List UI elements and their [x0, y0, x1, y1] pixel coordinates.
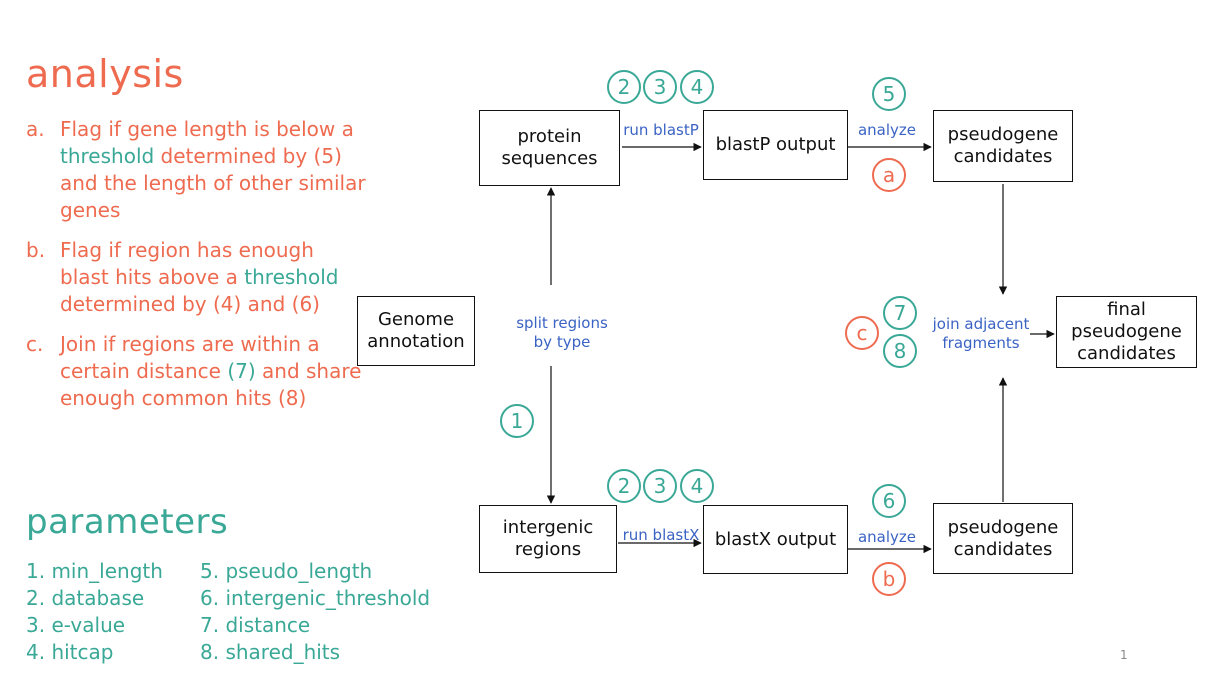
param-circle-4-bottom: 4: [680, 469, 714, 503]
analysis-highlight: threshold: [244, 265, 339, 289]
param-circle-2-bottom: 2: [607, 469, 641, 503]
analysis-text: Flag if gene length is below a: [60, 117, 354, 141]
blastp-output-box: blastP output: [703, 110, 848, 180]
final-pseudogene-candidates-box: final pseudogene candidates: [1056, 296, 1197, 368]
param-circle-6: 6: [872, 484, 906, 518]
parameter-item: 7. distance: [200, 613, 311, 637]
parameter-item: 6. intergenic_threshold: [200, 586, 431, 610]
run-blastx-label: run blastX: [622, 526, 700, 544]
parameter-item: 5. pseudo_length: [200, 559, 373, 583]
run-blastp-label: run blastP: [623, 121, 699, 139]
parameter-item: 4. hitcap: [26, 640, 114, 664]
analysis-text: determined by (4) and (6): [60, 292, 320, 316]
intergenic-regions-box: intergenic regions: [479, 505, 617, 573]
analyze-top-label: analyze: [857, 121, 917, 139]
analysis-text: Join if regions are within a certain dis…: [60, 332, 320, 383]
analysis-letter: c.: [26, 332, 44, 356]
join-adjacent-label: join adjacent fragments: [932, 315, 1030, 352]
genome-annotation-box: Genome annotation: [357, 296, 475, 366]
pseudogene-candidates-bottom-box: pseudogene candidates: [933, 503, 1073, 574]
parameter-item: 2. database: [26, 586, 145, 610]
split-regions-label: split regions by type: [516, 314, 608, 351]
analysis-text: and share enough common hits (8): [60, 359, 362, 410]
param-circle-3-top: 3: [643, 70, 677, 104]
analysis-list: a. Flag if gene length is below a thresh…: [26, 116, 366, 425]
param-circle-1: 1: [500, 404, 534, 438]
param-circle-2-top: 2: [607, 70, 641, 104]
analysis-item-b: b. Flag if region has enough blast hits …: [26, 237, 366, 318]
parameter-item: 3. e-value: [26, 613, 126, 637]
analysis-item-a: a. Flag if gene length is below a thresh…: [26, 116, 366, 224]
analysis-circle-a: a: [872, 158, 906, 192]
param-circle-7: 7: [883, 296, 917, 330]
parameters-column-2: 5. pseudo_length 6. intergenic_threshold…: [200, 558, 430, 666]
analysis-item-c: c. Join if regions are within a certain …: [26, 331, 366, 412]
analysis-circle-b: b: [872, 562, 906, 596]
analysis-highlight: (7): [227, 359, 256, 383]
parameter-item: 8. shared_hits: [200, 640, 341, 664]
protein-sequences-box: protein sequences: [479, 110, 620, 186]
analysis-heading: analysis: [26, 52, 184, 96]
analysis-text: determined by (5) and the length of othe…: [60, 144, 366, 222]
param-circle-4-top: 4: [680, 70, 714, 104]
analyze-bottom-label: analyze: [857, 528, 917, 546]
analysis-letter: a.: [26, 117, 45, 141]
analysis-highlight: threshold: [60, 144, 155, 168]
blastx-output-box: blastX output: [703, 505, 848, 574]
analysis-circle-c: c: [845, 316, 879, 350]
parameters-column-1: 1. min_length 2. database 3. e-value 4. …: [26, 558, 163, 666]
param-circle-3-bottom: 3: [643, 469, 677, 503]
analysis-text: Flag if region has enough blast hits abo…: [60, 238, 314, 289]
parameters-heading: parameters: [26, 502, 229, 542]
pseudogene-candidates-top-box: pseudogene candidates: [933, 110, 1073, 182]
page-number: 1: [1120, 648, 1128, 662]
analysis-letter: b.: [26, 238, 46, 262]
param-circle-8: 8: [883, 334, 917, 368]
parameter-item: 1. min_length: [26, 559, 163, 583]
param-circle-5: 5: [872, 77, 906, 111]
